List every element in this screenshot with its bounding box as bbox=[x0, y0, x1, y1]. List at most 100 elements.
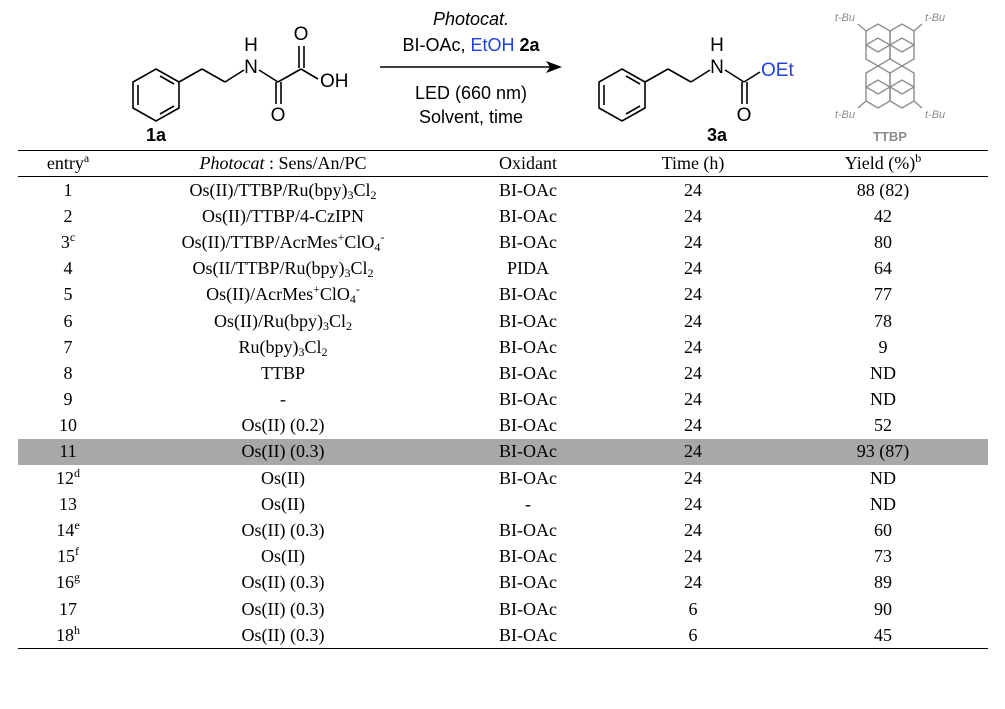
entry-cell: 5 bbox=[18, 282, 118, 308]
time-cell: 24 bbox=[608, 413, 778, 439]
ttbp-tbu-top-right: t-Bu bbox=[925, 12, 945, 24]
oxidant-value: BI-OAc bbox=[499, 310, 557, 331]
time-value: 24 bbox=[684, 520, 702, 541]
oxidant-value: - bbox=[525, 493, 531, 514]
yield-value: ND bbox=[870, 467, 896, 488]
photocat-cell: Os(II) (0.2) bbox=[118, 413, 448, 439]
oxidant-cell: BI-OAc bbox=[448, 570, 608, 596]
photocat-text: Os(II)/TTBP/Ru(bpy) bbox=[189, 179, 348, 200]
yield-value: 52 bbox=[874, 415, 892, 436]
entry-number: 8 bbox=[63, 362, 73, 383]
entry-number: 2 bbox=[63, 205, 73, 226]
photocat-cell: Os(II) (0.3) bbox=[118, 517, 448, 543]
photocat-text: - bbox=[280, 389, 286, 410]
ttbp-label: TTBP bbox=[873, 129, 907, 144]
photocat-subscript: 2 bbox=[367, 266, 374, 281]
oxidant-value: BI-OAc bbox=[499, 336, 557, 357]
ttbp-tbu-bottom-left: t-Bu bbox=[835, 109, 855, 121]
header-photocat-rest: : Sens/An/PC bbox=[264, 153, 367, 173]
entry-number: 1 bbox=[63, 179, 73, 200]
reactant-n-atom: N bbox=[244, 57, 258, 78]
oxidant-cell: PIDA bbox=[448, 256, 608, 282]
conditions-led: LED (660 nm) bbox=[415, 83, 527, 103]
yield-cell: ND bbox=[778, 387, 988, 413]
photocat-subscript: 3 bbox=[347, 187, 354, 202]
product-o-atom: O bbox=[737, 105, 752, 126]
photocat-cell: Os(II/TTBP/Ru(bpy)3Cl2 bbox=[118, 256, 448, 282]
header-yield-footnote: b bbox=[915, 151, 922, 165]
oxidant-cell: BI-OAc bbox=[448, 282, 608, 308]
oxidant-value: BI-OAc bbox=[499, 205, 557, 226]
photocat-subscript: 4 bbox=[349, 292, 356, 307]
table-row: 12d Os(II) BI-OAc 24 ND bbox=[18, 465, 988, 491]
entry-number: 9 bbox=[63, 389, 73, 410]
header-photocat-italic: Photocat bbox=[199, 153, 265, 173]
time-value: 24 bbox=[684, 415, 702, 436]
photocat-text: Ru(bpy) bbox=[238, 336, 299, 357]
photocat-cell: TTBP bbox=[118, 360, 448, 386]
time-value: 24 bbox=[684, 258, 702, 279]
reactant-h-atom: H bbox=[244, 35, 258, 56]
oxidant-value: BI-OAc bbox=[499, 624, 557, 645]
entry-number: 6 bbox=[63, 310, 73, 331]
photocat-superscript: - bbox=[355, 282, 360, 297]
oxidant-value: BI-OAc bbox=[499, 572, 557, 593]
conditions-compound-2a: 2a bbox=[515, 35, 541, 55]
photocat-text: TTBP bbox=[260, 362, 305, 383]
photocat-text: Os(II)/AcrMes bbox=[206, 284, 314, 305]
oxidant-cell: BI-OAc bbox=[448, 596, 608, 622]
photocat-text: Os(II) bbox=[261, 467, 305, 488]
photocat-cell: Os(II) bbox=[118, 491, 448, 517]
conditions-oxidant: BI-OAc, bbox=[402, 35, 470, 55]
time-cell: 24 bbox=[608, 282, 778, 308]
time-value: 24 bbox=[684, 362, 702, 383]
photocat-text: Os(II) (0.3) bbox=[241, 441, 325, 462]
yield-value: 73 bbox=[874, 546, 892, 567]
oxidant-cell: BI-OAc bbox=[448, 438, 608, 466]
entry-number: 17 bbox=[59, 598, 77, 619]
yield-value: 93 (87) bbox=[856, 441, 910, 462]
photocat-cell: Os(II)/TTBP/Ru(bpy)3Cl2 bbox=[118, 177, 448, 204]
yield-cell: 77 bbox=[778, 282, 988, 308]
entry-cell: 2 bbox=[18, 203, 118, 229]
oxidant-value: PIDA bbox=[506, 258, 549, 279]
oxidant-cell: BI-OAc bbox=[448, 177, 608, 204]
time-cell: 24 bbox=[608, 360, 778, 386]
yield-value: 42 bbox=[874, 205, 892, 226]
photocat-cell: Os(II) (0.3) bbox=[118, 596, 448, 622]
time-cell: 24 bbox=[608, 256, 778, 282]
yield-cell: 80 bbox=[778, 229, 988, 255]
entry-number: 15 bbox=[57, 546, 75, 567]
yield-value: ND bbox=[870, 493, 896, 514]
photocat-subscript: 2 bbox=[321, 344, 328, 359]
entry-cell: 15f bbox=[18, 544, 118, 570]
photocat-cell: Ru(bpy)3Cl2 bbox=[118, 334, 448, 360]
oxidant-cell: BI-OAc bbox=[448, 308, 608, 334]
time-value: 24 bbox=[684, 467, 702, 488]
oxidant-value: BI-OAc bbox=[499, 179, 557, 200]
time-value: 6 bbox=[688, 624, 698, 645]
photocat-text: Os(II) (0.3) bbox=[241, 624, 325, 645]
reactant-oh-group: OH bbox=[320, 71, 349, 92]
entry-footnote: e bbox=[74, 518, 80, 533]
oxidant-cell: BI-OAc bbox=[448, 465, 608, 491]
entry-cell: 4 bbox=[18, 256, 118, 282]
yield-value: 45 bbox=[874, 624, 892, 645]
reactant-o-top-atom: O bbox=[294, 24, 309, 45]
entry-number: 12 bbox=[56, 467, 74, 488]
entry-cell: 12d bbox=[18, 465, 118, 491]
yield-cell: 42 bbox=[778, 203, 988, 229]
oxidant-value: BI-OAc bbox=[499, 598, 557, 619]
oxidant-cell: - bbox=[448, 491, 608, 517]
yield-cell: 90 bbox=[778, 596, 988, 622]
yield-value: 64 bbox=[874, 258, 892, 279]
